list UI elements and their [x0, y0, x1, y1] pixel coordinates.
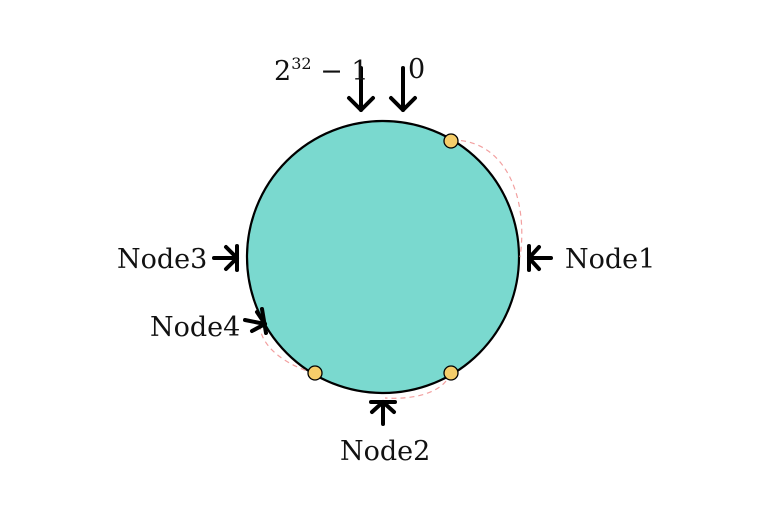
- arrow-node4: [243, 307, 268, 335]
- label-node3: Node3: [117, 244, 207, 275]
- node-marker-top-right: [443, 133, 459, 149]
- arrow-max-hash: [347, 66, 375, 112]
- label-node2: Node2: [340, 436, 430, 467]
- label-max-hash-base: 2: [274, 56, 291, 87]
- label-node4: Node4: [150, 312, 240, 343]
- arrow-node3: [212, 244, 239, 272]
- arrow-node2: [369, 400, 397, 426]
- arrow-node1: [527, 244, 553, 272]
- mapping-arc-node2: [384, 372, 451, 399]
- label-max-hash-tail: − 1: [312, 56, 369, 87]
- mapping-arc-node1: [451, 139, 523, 258]
- hash-ring: [245, 119, 521, 395]
- label-zero: 0: [408, 54, 425, 85]
- label-node1: Node1: [565, 244, 655, 275]
- node-marker-bottom-right: [443, 365, 459, 381]
- node-marker-bottom-left: [307, 365, 323, 381]
- label-max-hash: 232 − 1: [274, 54, 369, 87]
- arrow-zero: [389, 66, 417, 112]
- label-max-hash-exponent: 32: [291, 54, 311, 73]
